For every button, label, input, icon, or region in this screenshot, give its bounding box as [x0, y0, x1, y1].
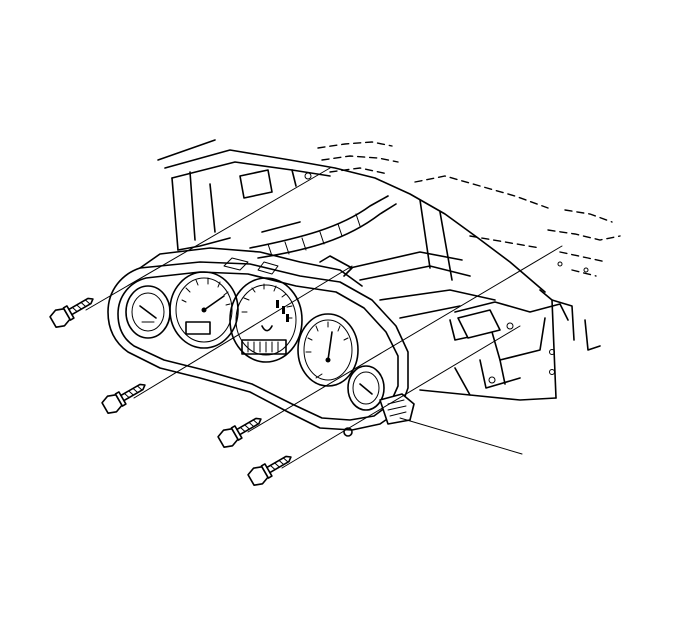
- screw-4: [247, 455, 292, 486]
- leader-lines: [85, 167, 563, 469]
- screw-2: [101, 383, 146, 414]
- phantom-dashboard-outline: [317, 141, 621, 277]
- cluster-connector: [343, 393, 415, 437]
- temperature-gauge: [347, 365, 385, 411]
- screw-3: [217, 417, 262, 448]
- instrument-cluster: [107, 247, 415, 437]
- dash-carrier: [157, 139, 601, 401]
- speedometer: [169, 271, 239, 349]
- screw-1: [49, 297, 94, 328]
- tachometer: [229, 277, 303, 363]
- fuel-gauge: [297, 313, 359, 387]
